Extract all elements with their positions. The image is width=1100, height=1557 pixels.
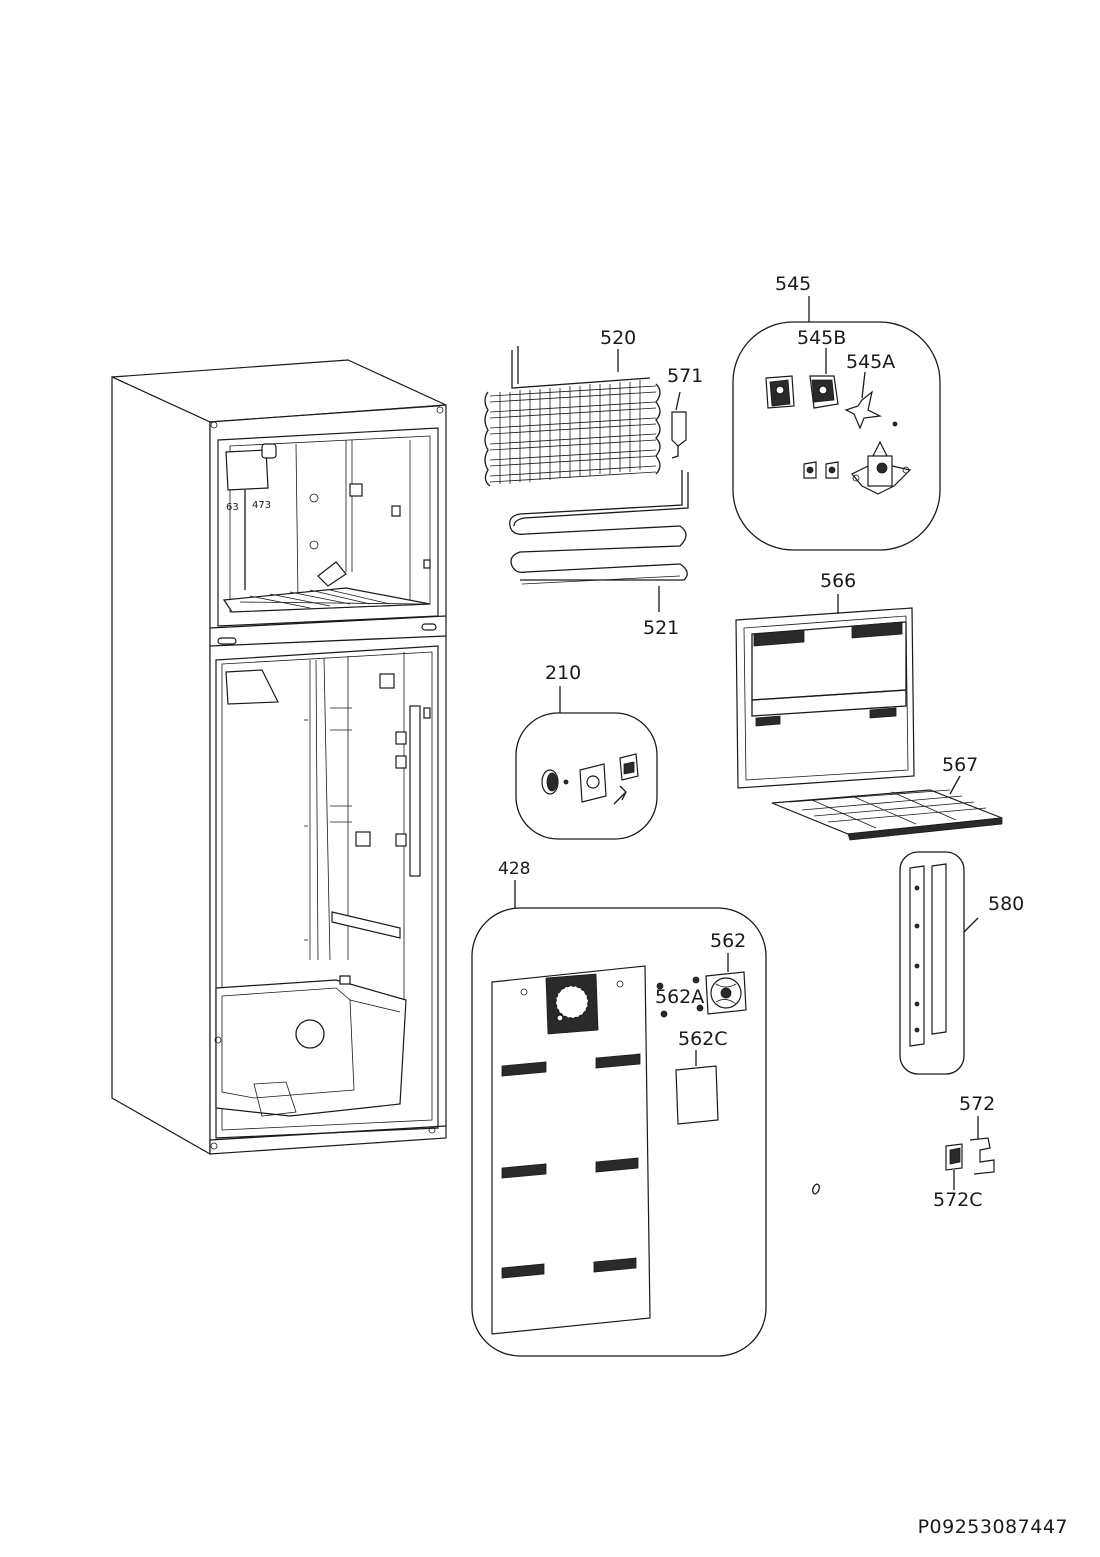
callout-545A: 545A [846,351,895,373]
callout-210: 210 [545,662,581,684]
callout-572: 572 [959,1093,995,1115]
callout-428: 428 [498,859,530,879]
callout-562: 562 [710,930,746,952]
defrost-heater-521 [509,470,689,612]
sensor-572 [945,1116,995,1190]
hinge-strip-group-580 [899,851,979,1075]
thermostat-group-210 [515,686,658,840]
callout-567: 567 [942,754,978,776]
callout-520: 520 [600,327,636,349]
rear-panel-group-428 [471,880,767,1357]
callout-571: 571 [667,365,703,387]
callout-521: 521 [643,617,679,639]
refrigerator-cabinet: 63 473 [111,359,447,1156]
small-ring-part [812,1183,820,1195]
callout-566: 566 [820,570,856,592]
callout-545: 545 [775,273,811,295]
callout-572C: 572C [933,1189,983,1211]
drier-571 [671,391,687,459]
callout-562C: 562C [678,1028,728,1050]
freezer-mark-63: 63 [226,502,239,513]
callout-545B: 545B [797,327,846,349]
document-code: P09253087447 [917,1516,1068,1538]
air-duct-panel-566 [735,594,915,789]
callout-580: 580 [988,893,1024,915]
fan-motor-group-545 [732,296,941,551]
freezer-shelf-567 [771,775,1003,841]
condenser-coil-520 [484,346,661,487]
freezer-mark-473: 473 [252,500,271,511]
callout-562A: 562A [655,986,704,1008]
